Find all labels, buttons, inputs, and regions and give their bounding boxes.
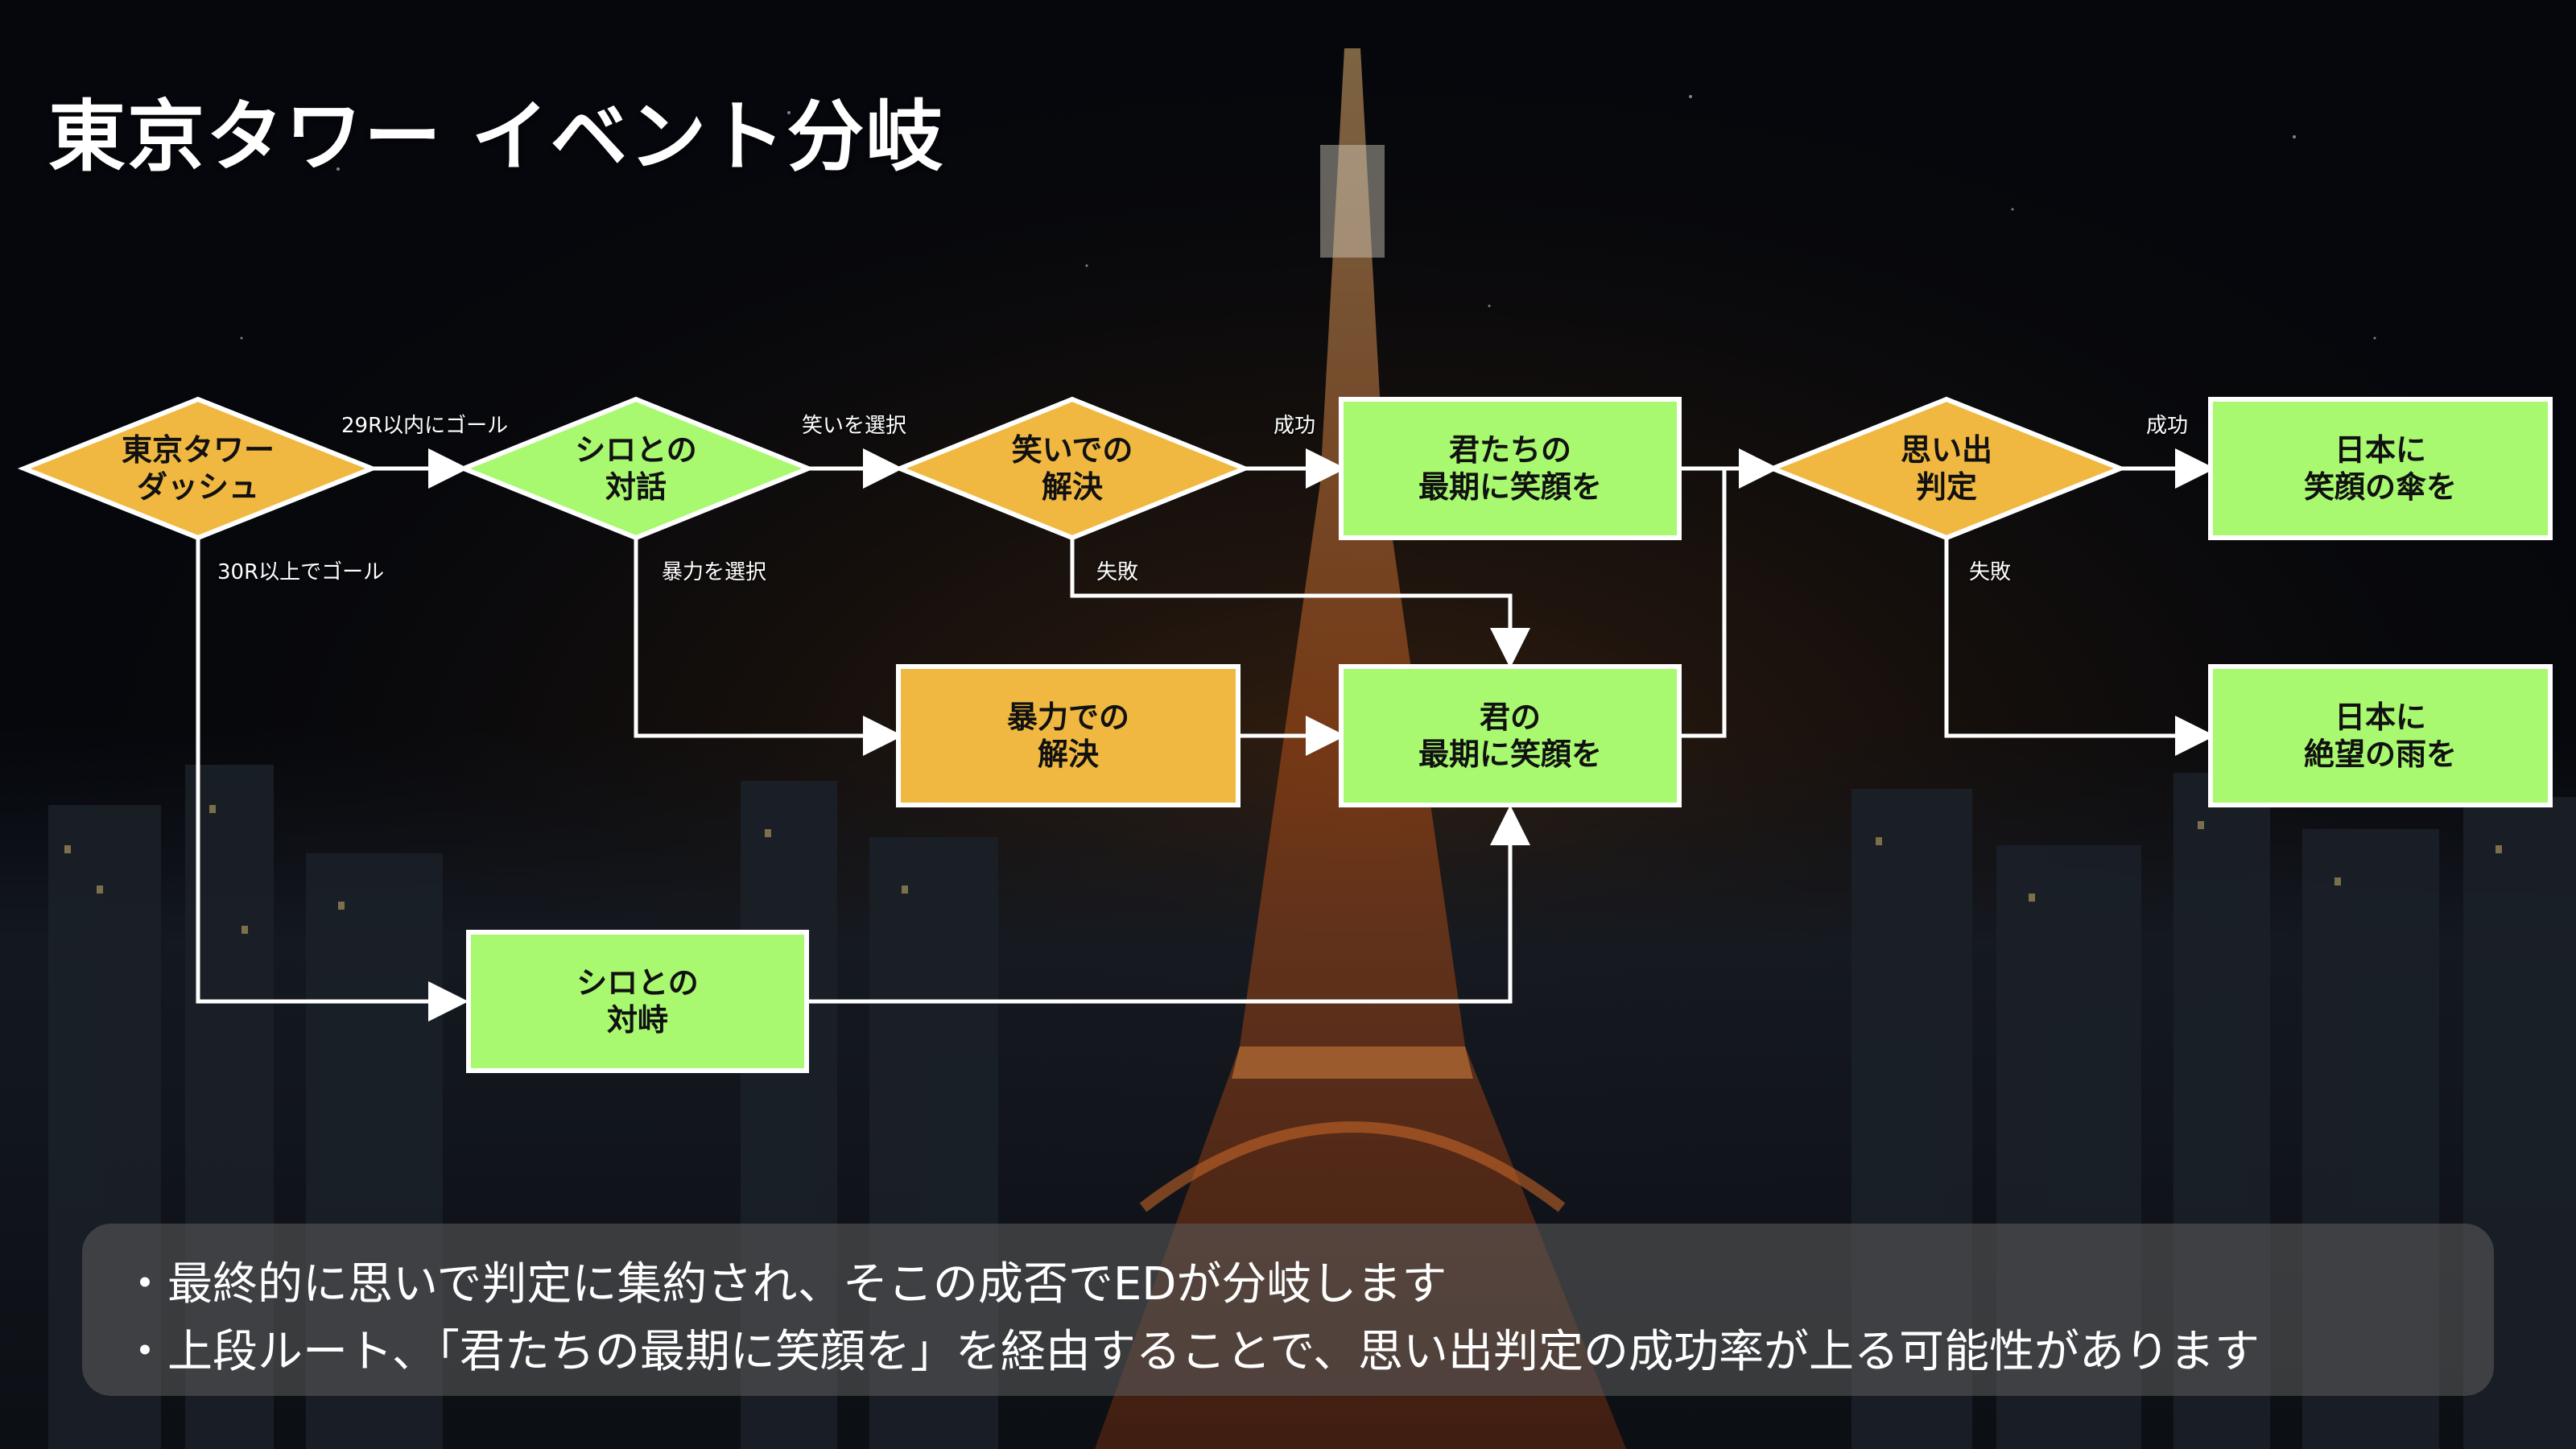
page-title: 東京タワー イベント分岐 xyxy=(48,92,945,182)
edge-dash-to-confront xyxy=(196,539,469,1022)
box-despair xyxy=(2208,664,2553,807)
box-umbrella xyxy=(2208,397,2553,540)
edge-talk-violence xyxy=(634,539,903,756)
node-violence-label: 暴力での 解決 xyxy=(1006,700,1129,772)
edge-label-over30: 30R以上でゴール xyxy=(217,560,385,584)
node-despair-label: 日本に 絶望の雨を xyxy=(2303,700,2457,772)
box-confront xyxy=(466,930,809,1073)
decision-talk xyxy=(456,396,815,541)
node-umbrella-label: 日本に 笑顔の傘を xyxy=(2303,432,2457,505)
edge-label-choose-violence: 暴力を選択 xyxy=(662,560,767,584)
box-smiles-all xyxy=(1339,397,1682,540)
edge-label-laugh-success: 成功 xyxy=(1274,414,1316,438)
edge-label-laugh-fail: 失敗 xyxy=(1096,560,1139,584)
node-smile-you-label: 君の 最期に笑顔を xyxy=(1418,700,1602,772)
node-laugh-label: 笑いでの 解決 xyxy=(1011,432,1133,505)
edge-smile-you-to-memory xyxy=(1679,469,1727,738)
decision-memory xyxy=(1765,396,2128,541)
node-smiles-all-label: 君たちの 最期に笑顔を xyxy=(1418,432,1602,505)
edge-memory-fail-to-despair xyxy=(1944,539,2215,756)
notes-panel: ・最終的に思いで判定に集約され、そこの成否でEDが分岐します ・上段ルート、「君… xyxy=(82,1224,2494,1396)
note-line-1: ・最終的に思いで判定に集約され、そこの成否でEDが分岐します xyxy=(122,1258,1447,1311)
edge-label-choose-laugh: 笑いを選択 xyxy=(802,414,907,438)
edge-label-memory-fail: 失敗 xyxy=(1969,560,2012,584)
node-memory-label: 思い出 判定 xyxy=(1900,432,1992,505)
edge-label-under29: 29R以内にゴール xyxy=(341,414,509,438)
note-line-2: ・上段ルート、「君たちの最期に笑顔を」を経由することで、思い出判定の成功率が上る… xyxy=(122,1326,2260,1378)
decision-laugh xyxy=(893,396,1252,541)
node-talk-label: シロとの 対話 xyxy=(575,432,697,505)
edge-label-memory-success: 成功 xyxy=(2146,414,2189,438)
decision-dash xyxy=(17,396,379,541)
node-dash-label: 東京タワー ダッシュ xyxy=(121,432,275,505)
box-violence xyxy=(896,664,1241,807)
box-smile-you xyxy=(1339,664,1682,807)
edge-confront-to-smile-you xyxy=(807,805,1530,1004)
edge-laugh-fail-to-smile-you xyxy=(1070,539,1530,668)
node-confront-label: シロとの 対峙 xyxy=(576,965,699,1038)
